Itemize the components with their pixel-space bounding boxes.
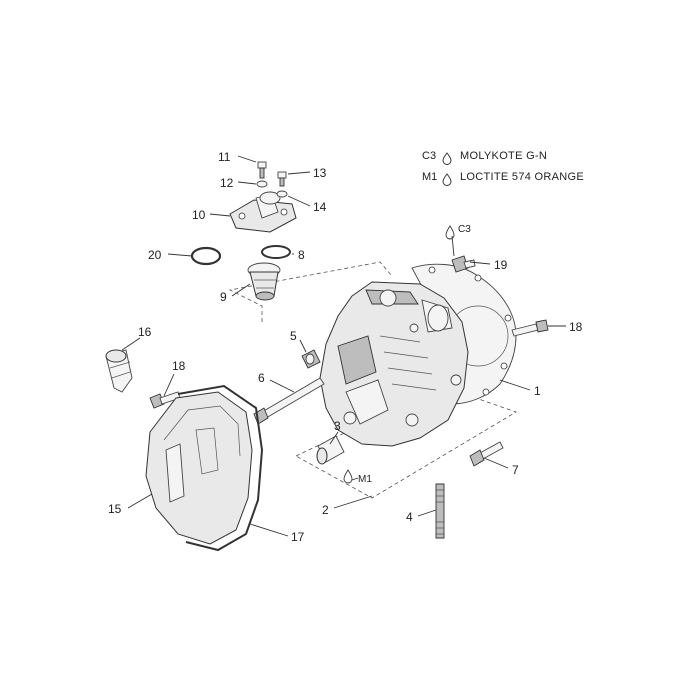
part-screw-13: [277, 171, 287, 187]
mark-c3: C3: [458, 224, 471, 235]
callout-4: 4: [406, 510, 413, 524]
part-oring-8: [261, 245, 291, 259]
part-thermostat-housing: [229, 191, 297, 233]
callout-16: 16: [138, 325, 152, 339]
part-valve-cover: [145, 391, 253, 545]
part-bolt-right: [511, 319, 549, 337]
leader-lines: [121, 155, 566, 537]
part-stud: [435, 483, 445, 539]
drop-icon: [343, 469, 353, 484]
drop-icon: [442, 152, 452, 165]
callout-8: 8: [298, 248, 305, 262]
legend-code: M1: [422, 171, 438, 183]
part-washer-14: [276, 190, 288, 198]
callout-9: 9: [220, 290, 227, 304]
callout-10: 10: [192, 208, 206, 222]
callout-7: 7: [512, 463, 519, 477]
part-nut: [301, 349, 321, 369]
callout-20: 20: [148, 248, 162, 262]
part-cover-gasket-17: [177, 384, 264, 552]
callout-19: 19: [494, 258, 508, 272]
part-cap-16: [105, 349, 133, 393]
callout-15: 15: [108, 502, 122, 516]
callout-1: 1: [534, 384, 541, 398]
part-thermostat: [247, 262, 281, 301]
part-sensor: [445, 225, 476, 273]
part-plug: [316, 435, 353, 484]
drop-icon: [445, 225, 455, 240]
callout-17: 17: [291, 530, 305, 544]
part-gasket-ring-20: [190, 246, 222, 266]
callout-3: 3: [334, 419, 341, 433]
callout-12: 12: [220, 176, 234, 190]
callout-18-left: 18: [172, 359, 186, 373]
drop-icon: [442, 173, 452, 186]
callout-5: 5: [290, 329, 297, 343]
callout-14: 14: [313, 200, 327, 214]
part-cylinder-head: [319, 281, 469, 447]
part-bolt-lower: [469, 441, 504, 467]
callout-13: 13: [313, 166, 327, 180]
legend-code: C3: [422, 150, 437, 162]
part-screw-11: [257, 161, 267, 179]
mark-m1: M1: [358, 474, 372, 485]
part-washer-12: [256, 180, 268, 188]
assembly-dashed-outline-top: [228, 261, 393, 322]
callout-11: 11: [218, 150, 231, 164]
callout-2: 2: [322, 503, 329, 517]
part-bolt-left: [149, 391, 181, 409]
legend-text: LOCTITE 574 ORANGE: [460, 171, 584, 183]
legend-text: MOLYKOTE G-N: [460, 150, 548, 162]
callout-6: 6: [258, 371, 265, 385]
callout-18-right: 18: [569, 320, 583, 334]
